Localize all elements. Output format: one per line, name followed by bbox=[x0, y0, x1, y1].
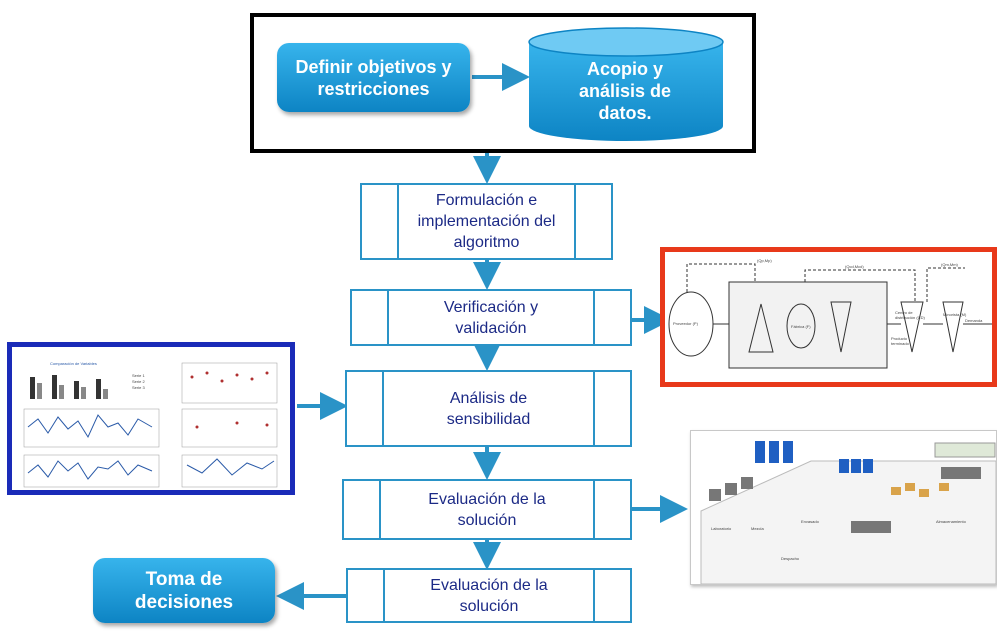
charts-legend-1: Serie 1 bbox=[132, 373, 145, 378]
charts-collage bbox=[23, 362, 278, 488]
plant-label-mix: Mezcla bbox=[751, 526, 764, 531]
step-verification[interactable]: Verificación y validación bbox=[350, 289, 632, 346]
sc-label-qp: (Qp,Mp) bbox=[757, 258, 772, 263]
sc-label-cd: Centro de distribución (CD) bbox=[895, 310, 925, 320]
supply-chain-diagram bbox=[668, 263, 992, 369]
step-formulation[interactable]: Formulación e implementación del algorit… bbox=[360, 183, 613, 260]
step-evaluation-label: Evaluación de la solución bbox=[428, 490, 546, 529]
decision-button[interactable]: Toma de decisiones bbox=[93, 558, 275, 623]
sc-label-f: Fábrica (F) bbox=[791, 324, 811, 329]
define-objectives-label: Definir objetivos y restricciones bbox=[295, 56, 452, 99]
data-collection-cylinder[interactable] bbox=[527, 26, 725, 144]
sc-label-p: Proveedor (P) bbox=[673, 321, 698, 326]
step-formulation-label: Formulación e implementación del algorit… bbox=[417, 192, 556, 251]
define-objectives-button[interactable]: Definir objetivos y restricciones bbox=[277, 43, 470, 112]
data-collection-label: Acopio y análisis de datos. bbox=[578, 59, 672, 123]
step-verification-label: Verificación y validación bbox=[443, 298, 539, 337]
step-sensitivity-label: Análisis de sensibilidad bbox=[446, 389, 531, 428]
step-evaluation-2-label: Evaluación de la solución bbox=[430, 576, 548, 615]
sc-label-demand: Demanda bbox=[965, 318, 983, 323]
plant-label-lab: Laboratorio bbox=[711, 526, 732, 531]
supply-chain-thumbnail: Proveedor (P) Fábrica (F) Centro de dist… bbox=[660, 247, 997, 387]
step-evaluation[interactable]: Evaluación de la solución bbox=[342, 479, 632, 540]
sc-label-qcd: (Qcd,Mcd) bbox=[845, 264, 864, 269]
sc-label-m: Minorista (M) bbox=[943, 312, 967, 317]
plant-layout-thumbnail: Laboratorio Mezcla Envasado Almacenamien… bbox=[690, 430, 997, 585]
decision-label: Toma de decisiones bbox=[134, 568, 234, 613]
plant-label-store: Almacenamiento bbox=[936, 519, 966, 524]
objectives-data-frame bbox=[250, 13, 756, 153]
charts-title: Comparación de Variables bbox=[50, 361, 97, 366]
plant-label-pack: Envasado bbox=[801, 519, 819, 524]
charts-legend-2: Serie 2 bbox=[132, 379, 145, 384]
sc-label-product: Producto terminado bbox=[891, 336, 909, 346]
plant-layout-drawing bbox=[700, 441, 996, 584]
sc-label-qm: (Qm,Mm) bbox=[941, 262, 958, 267]
charts-legend-3: Serie 3 bbox=[132, 385, 145, 390]
step-evaluation-2[interactable]: Evaluación de la solución bbox=[346, 568, 632, 623]
step-sensitivity[interactable]: Análisis de sensibilidad bbox=[345, 370, 632, 447]
plant-label-ship: Despacho bbox=[781, 556, 800, 561]
charts-thumbnail: Comparación de Variables Serie 1 Serie 2… bbox=[7, 342, 295, 495]
